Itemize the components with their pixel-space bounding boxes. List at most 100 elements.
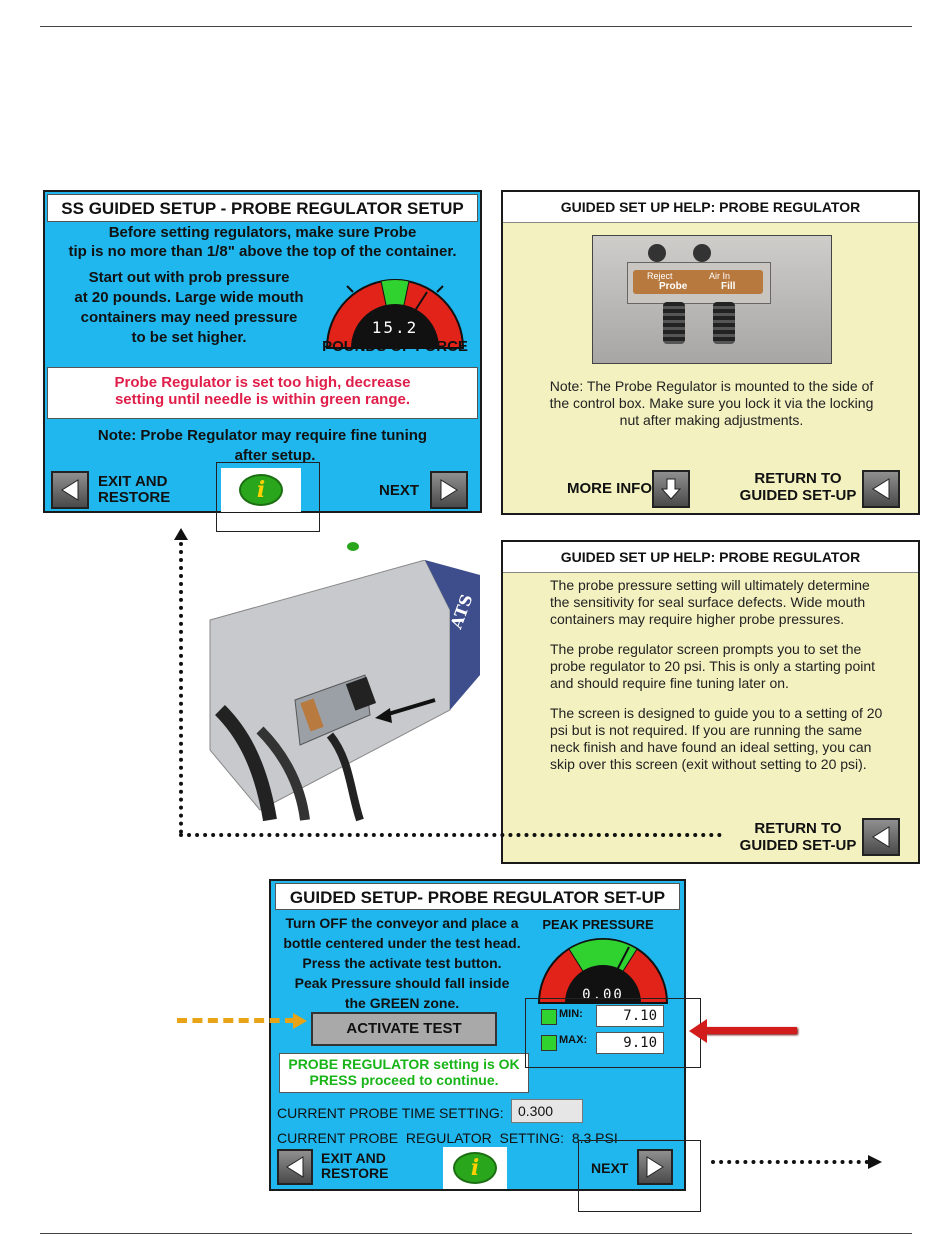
return-line-2: GUIDED SET-UP (739, 487, 857, 504)
peak-pressure-screen: GUIDED SETUP- PROBE REGULATOR SET-UP Tur… (269, 879, 686, 1191)
down-arrow-icon (660, 478, 682, 500)
more-info-label[interactable]: MORE INFO (567, 480, 652, 497)
ok-line-1: PROBE REGULATOR setting is OK (288, 1056, 520, 1072)
min-label: MIN: (559, 1008, 583, 1020)
start-instructions: Start out with prob pressure at 20 pound… (49, 268, 329, 348)
left-arrow-icon (872, 478, 890, 500)
return-label[interactable]: RETURN TO GUIDED SET-UP (733, 820, 863, 854)
peak-pressure-label: PEAK PRESSURE (542, 917, 654, 932)
photo-label-reject: Reject (647, 271, 673, 281)
return-label[interactable]: RETURN TO GUIDED SET-UP (733, 470, 863, 504)
intro-line-1: Before setting regulators, make sure Pro… (108, 224, 417, 241)
instruction-line: the GREEN zone. (344, 995, 460, 1011)
max-value-field[interactable]: 9.10 (596, 1032, 664, 1054)
help-line: The probe pressure setting will ultimate… (550, 577, 870, 593)
pressure-gauge (325, 279, 465, 349)
instruction-line: Peak Pressure should fall inside (294, 975, 510, 991)
left-arrow-icon (872, 826, 890, 848)
top-rule (40, 26, 912, 27)
small-info-icon (347, 542, 359, 551)
exit-line-1: EXIT AND (321, 1150, 386, 1166)
help-line: skip over this screen (exit without sett… (550, 756, 867, 772)
control-box-photo: ATS (200, 559, 480, 825)
activate-pointer-head (293, 1013, 307, 1029)
more-info-button[interactable] (652, 470, 690, 508)
time-setting-label: CURRENT PROBE TIME SETTING: (277, 1105, 504, 1121)
next-label[interactable]: NEXT (591, 1160, 629, 1176)
help-line: the sensitivity for seal surface defects… (550, 594, 866, 610)
warning-line-2: setting until needle is within green ran… (114, 391, 411, 408)
info-icon: i (239, 474, 283, 506)
next-button[interactable] (430, 471, 468, 509)
return-button[interactable] (862, 470, 900, 508)
regulator-photo: Reject Air In Probe Fill (592, 235, 832, 364)
right-arrow-icon (440, 479, 458, 501)
min-max-callout-frame (525, 998, 701, 1068)
start-line: containers may need pressure (80, 309, 298, 326)
next-callout-frame (578, 1140, 701, 1212)
exit-restore-button[interactable] (51, 471, 89, 509)
max-indicator (541, 1035, 557, 1051)
regulator-knob-left (663, 302, 685, 344)
min-indicator (541, 1009, 557, 1025)
exit-label[interactable]: EXIT AND RESTORE (321, 1151, 388, 1181)
info-button[interactable]: i (443, 1147, 507, 1189)
photo-label-air-in: Air In (709, 271, 731, 281)
regulator-knob-right (713, 302, 735, 344)
note-line-1: Note: Probe Regulator may require fine t… (97, 427, 428, 444)
return-line-1: RETURN TO (754, 820, 842, 837)
activate-test-button[interactable]: ACTIVATE TEST (311, 1012, 497, 1046)
exit-restore-button[interactable] (277, 1149, 313, 1185)
exit-line-2: RESTORE (321, 1165, 389, 1181)
min-value-field[interactable]: 7.10 (596, 1005, 664, 1027)
help-title: GUIDED SET UP HELP: PROBE REGULATOR (503, 192, 918, 223)
photo-label-probe: Probe (659, 281, 688, 292)
gauge-label: POUNDS OF FORCE (322, 338, 468, 355)
help-panel-2: GUIDED SET UP HELP: PROBE REGULATOR The … (501, 540, 920, 864)
help-note-line: Note: The Probe Regulator is mounted to … (549, 378, 874, 394)
dotted-connector-vertical (179, 542, 183, 834)
dotted-connector-horizontal (179, 833, 722, 837)
minmax-pointer-line (705, 1027, 797, 1034)
help-line: The probe regulator screen prompts you t… (550, 641, 862, 657)
instruction-line: Press the activate test button. (302, 955, 502, 971)
help-line: and should require fine tuning later on. (550, 675, 789, 691)
control-box-illustration (209, 559, 480, 822)
activate-pointer-line (177, 1018, 295, 1023)
info-icon: i (453, 1152, 497, 1184)
warning-line-1: Probe Regulator is set too high, decreas… (114, 374, 411, 391)
help-panel-1: GUIDED SET UP HELP: PROBE REGULATOR Reje… (501, 190, 920, 515)
help-line: neck finish and have found an ideal sett… (550, 739, 872, 755)
left-arrow-icon (286, 1156, 304, 1178)
instruction-line: Turn OFF the conveyor and place a (285, 915, 519, 931)
peak-gauge (537, 938, 669, 1004)
next-label[interactable]: NEXT (379, 482, 420, 499)
help-paragraph-3: The screen is designed to guide you to a… (550, 705, 916, 773)
return-line-2: GUIDED SET-UP (739, 837, 857, 854)
orange-label-plate (633, 270, 763, 294)
gauge-value: 15.2 (371, 318, 419, 337)
next-arrow-head (868, 1155, 882, 1169)
return-button[interactable] (862, 818, 900, 856)
note-line-2: after setup. (234, 447, 316, 464)
status-box: PROBE REGULATOR setting is OK PRESS proc… (279, 1053, 529, 1093)
start-line: to be set higher. (131, 329, 247, 346)
guided-setup-screen: SS GUIDED SETUP - PROBE REGULATOR SETUP … (43, 190, 482, 513)
time-setting-field[interactable]: 0.300 (511, 1099, 583, 1123)
fitting-right (693, 244, 711, 262)
info-callout-frame (216, 462, 320, 532)
info-button[interactable]: i (221, 468, 301, 512)
help-line: The screen is designed to guide you to a… (550, 705, 883, 721)
up-arrow-connector (174, 528, 188, 540)
exit-label[interactable]: EXIT AND RESTORE (98, 474, 170, 506)
ok-line-2: PRESS proceed to continue. (309, 1072, 499, 1088)
help-line: psi but is not required. If you are runn… (550, 722, 863, 738)
test-instructions: Turn OFF the conveyor and place a bottle… (273, 913, 531, 1013)
exit-line-1: EXIT AND (98, 473, 168, 490)
help-line: probe regulator to 20 psi. This is only … (550, 658, 876, 674)
exit-line-2: RESTORE (98, 489, 171, 506)
next-button[interactable] (637, 1149, 673, 1185)
regulator-setting-label: CURRENT PROBE REGULATOR SETTING: 8.3 PSI (277, 1130, 618, 1146)
right-arrow-icon (646, 1156, 664, 1178)
warning-box: Probe Regulator is set too high, decreas… (47, 367, 478, 419)
